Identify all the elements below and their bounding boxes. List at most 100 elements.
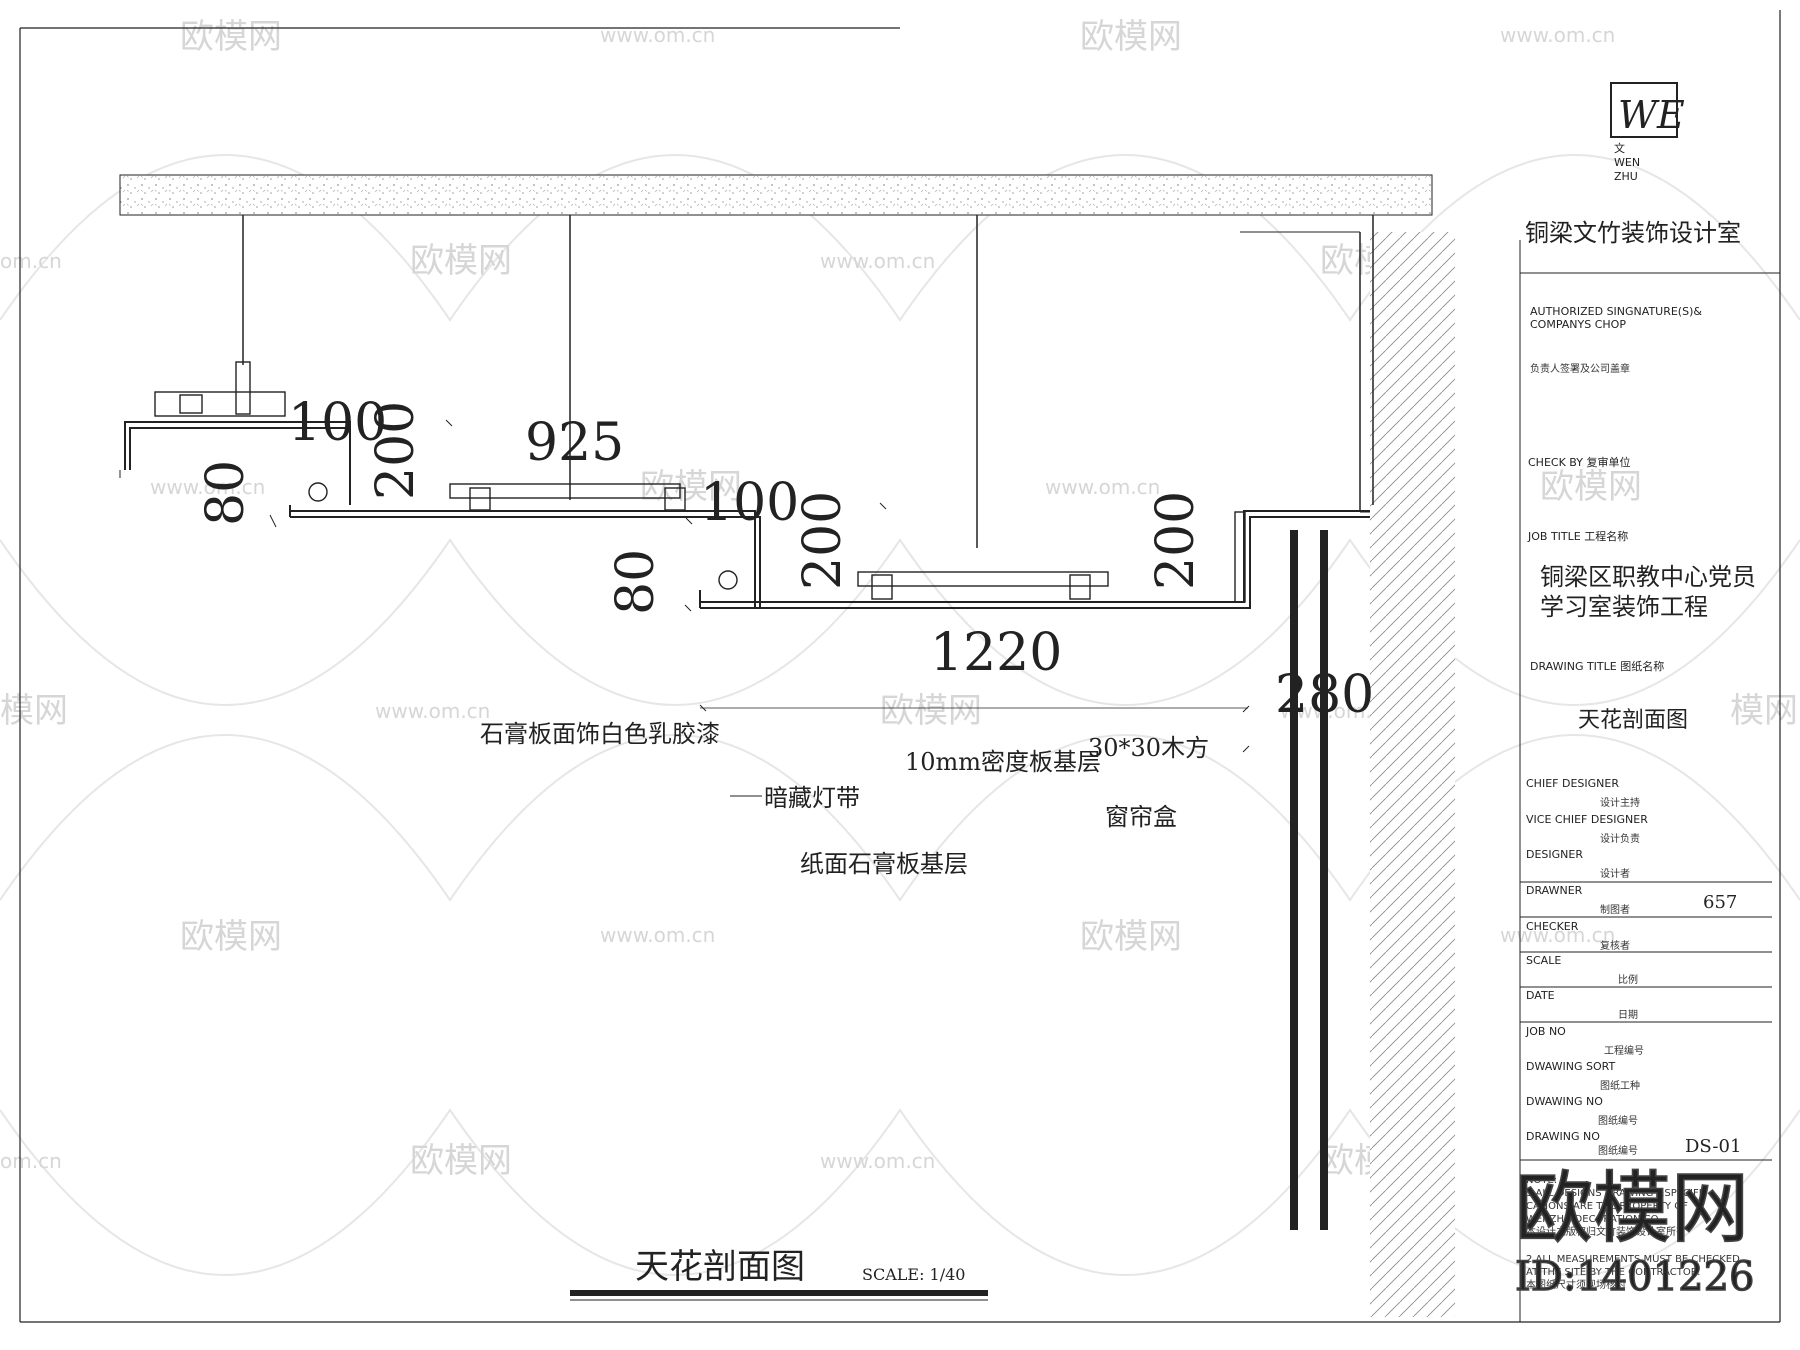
watermark-url: www.om.cn bbox=[820, 1149, 935, 1173]
company-logo: WE 文 WEN ZHU bbox=[1610, 82, 1685, 183]
watermark-url: www.om.cn bbox=[600, 23, 715, 47]
watermark-url: www.om.cn bbox=[375, 699, 490, 723]
drawing-no-label: DRAWING NO bbox=[1526, 1130, 1600, 1143]
logo-letters: WE bbox=[1618, 93, 1685, 137]
dimension-ticks bbox=[119, 419, 1250, 753]
checker-label: CHECKER bbox=[1526, 920, 1579, 933]
corner-watermark-id: ID:1401226 bbox=[1515, 1254, 1755, 1300]
dimension-labels: 100 200 925 80 100 200 200 80 1220 280 bbox=[196, 393, 1374, 725]
designer-label: DESIGNER bbox=[1526, 848, 1583, 861]
dim-1220: 1220 bbox=[930, 623, 1062, 683]
watermark-brand: 欧模网 bbox=[1540, 467, 1642, 507]
vice-chief-designer-cn: 设计负责 bbox=[1600, 832, 1640, 845]
scale-label: SCALE bbox=[1526, 954, 1561, 967]
dim-80-left: 80 bbox=[196, 460, 256, 526]
drawing-title-block: 天花剖面图 SCALE: 1/40 bbox=[570, 1247, 988, 1301]
note-line-2: CATIONS ARE THE PROPERTY OF bbox=[1526, 1201, 1688, 1212]
drawner-value: 657 bbox=[1703, 892, 1737, 913]
company-name: 铜梁文竹装饰设计室 bbox=[1525, 219, 1741, 247]
concrete-slab bbox=[119, 174, 1433, 216]
drawing-title-value: 天花剖面图 bbox=[1578, 708, 1688, 733]
material-labels: 石膏板面饰白色乳胶漆 10mm密度板基层 30*30木方 暗藏灯带 窗帘盒 纸面… bbox=[480, 720, 1209, 878]
job-title-label: JOB TITLE 工程名称 bbox=[1527, 529, 1628, 543]
logo-line2: ZHU bbox=[1614, 170, 1638, 183]
dim-280: 280 bbox=[1275, 665, 1374, 725]
watermark-url: om.cn bbox=[0, 1149, 62, 1173]
watermark-brand: 欧模网 bbox=[180, 917, 282, 957]
dim-200-mid: 200 bbox=[793, 491, 853, 590]
chief-designer-cn: 设计主持 bbox=[1600, 796, 1640, 809]
dim-80-mid: 80 bbox=[606, 549, 666, 615]
curtain-track bbox=[1290, 530, 1328, 1230]
watermark-url: www.om.cn bbox=[820, 249, 935, 273]
ceiling-profile bbox=[124, 421, 1370, 609]
drawing-title: 天花剖面图 bbox=[635, 1247, 805, 1287]
dim-100-left: 100 bbox=[288, 393, 387, 453]
drawing-title-label: DRAWING TITLE 图纸名称 bbox=[1530, 659, 1664, 673]
sheet-border bbox=[19, 10, 1781, 1323]
dwawing-sort-cn: 图纸工种 bbox=[1600, 1079, 1640, 1092]
note-line-6: AT THE SITE BY THE CONTRACTOR. bbox=[1526, 1267, 1701, 1278]
watermark-url: www.om.cn bbox=[1500, 923, 1615, 947]
watermark-brand: 模网 bbox=[1730, 691, 1798, 731]
watermark-url: www.om.cn bbox=[1045, 475, 1160, 499]
authorized-label-1: AUTHORIZED SINGNATURE(S)& bbox=[1530, 305, 1702, 318]
job-no-cn: 工程编号 bbox=[1604, 1044, 1644, 1057]
framing-details bbox=[154, 361, 1246, 603]
dim-925: 925 bbox=[525, 413, 624, 473]
label-gypsum-base: 纸面石膏板基层 bbox=[800, 850, 968, 878]
note-line-5: 2.ALL MEASUREMENTS MUST BE CHECKED bbox=[1526, 1254, 1740, 1265]
label-gypsum-paint: 石膏板面饰白色乳胶漆 bbox=[480, 720, 720, 748]
corner-watermark: 欧模网 ID:1401226 bbox=[1514, 1163, 1755, 1301]
dwawing-no-cn: 图纸编号 bbox=[1598, 1114, 1638, 1127]
date-label: DATE bbox=[1526, 989, 1555, 1002]
authorized-label-2: COMPANYS CHOP bbox=[1530, 318, 1626, 331]
drawner-cn: 制图者 bbox=[1600, 903, 1630, 916]
label-wood-batten: 30*30木方 bbox=[1088, 734, 1209, 762]
label-mdf-base: 10mm密度板基层 bbox=[905, 748, 1101, 776]
drawner-label: DRAWNER bbox=[1526, 884, 1583, 897]
designer-cn: 设计者 bbox=[1600, 867, 1630, 880]
watermark-brand: 欧模网 bbox=[1080, 17, 1182, 57]
hanger-rods bbox=[242, 215, 1374, 548]
note-line-1: 1.ALL DESIGNS DRAWING &SPECIFI- bbox=[1526, 1188, 1706, 1199]
note-line-3: WENZHU DECORATION CO. bbox=[1526, 1214, 1661, 1225]
authorized-label-cn: 负责人签署及公司盖章 bbox=[1530, 362, 1630, 375]
dwawing-sort-label: DWAWING SORT bbox=[1526, 1060, 1616, 1073]
label-curtain-box: 窗帘盒 bbox=[1105, 803, 1177, 831]
note-line-4: 本设计之版权归文竹装饰设计室所有 bbox=[1526, 1225, 1686, 1238]
checker-cn: 复核者 bbox=[1600, 939, 1630, 952]
watermark-url: www.om.cn bbox=[600, 923, 715, 947]
watermark-brand: 模网 bbox=[0, 691, 68, 731]
note-label: NOTE: bbox=[1526, 1175, 1557, 1186]
side-wall bbox=[1240, 231, 1455, 1317]
watermark-brand: 欧模网 bbox=[880, 691, 982, 731]
dwawing-no-label: DWAWING NO bbox=[1526, 1095, 1603, 1108]
dim-200-left: 200 bbox=[366, 401, 426, 500]
drawing-no-value: DS-01 bbox=[1685, 1136, 1741, 1157]
scale-cn: 比例 bbox=[1618, 973, 1638, 986]
label-hidden-light: 暗藏灯带 bbox=[764, 784, 860, 812]
job-title-line2: 学习室装饰工程 bbox=[1540, 593, 1708, 621]
watermark-layer: 欧模网 www.om.cn 欧模网 www.om.cn om.cn 欧模网 ww… bbox=[0, 17, 1800, 1276]
logo-char: 文 bbox=[1614, 141, 1625, 155]
drawing-scale: SCALE: 1/40 bbox=[862, 1265, 965, 1284]
job-title-line1: 铜梁区职教中心党员 bbox=[1540, 563, 1756, 591]
dim-200-right: 200 bbox=[1146, 491, 1206, 590]
vice-chief-designer-label: VICE CHIEF DESIGNER bbox=[1526, 813, 1648, 826]
watermark-brand: 欧模网 bbox=[410, 241, 512, 281]
check-by-label: CHECK BY 复审单位 bbox=[1528, 455, 1630, 469]
note-line-7: 本图纸尺寸须现场核对 bbox=[1526, 1278, 1626, 1291]
title-block: WE 文 WEN ZHU 铜梁文竹装饰设计室 AUTHORIZED SINGNA… bbox=[1520, 82, 1780, 1291]
watermark-brand: 欧模网 bbox=[410, 1141, 512, 1181]
dim-100-mid: 100 bbox=[700, 473, 799, 533]
date-cn: 日期 bbox=[1618, 1009, 1638, 1021]
watermark-brand: 欧模网 bbox=[640, 467, 742, 507]
logo-line1: WEN bbox=[1614, 156, 1640, 169]
chief-designer-label: CHIEF DESIGNER bbox=[1526, 777, 1619, 790]
watermark-url: www.om.cn bbox=[1500, 23, 1615, 47]
watermark-brand: 欧模网 bbox=[1080, 917, 1182, 957]
drawing-no-cn: 图纸编号 bbox=[1598, 1144, 1638, 1157]
watermark-url: www.om.cn bbox=[150, 475, 265, 499]
job-no-label: JOB NO bbox=[1525, 1025, 1566, 1038]
